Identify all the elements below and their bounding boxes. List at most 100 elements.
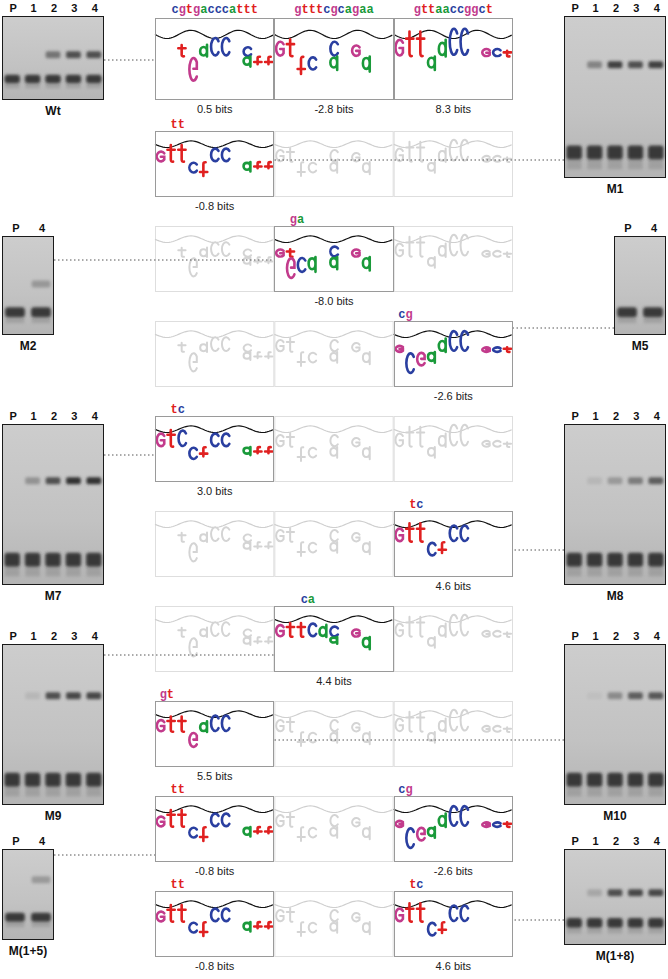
- walker-box-faded: [156, 322, 274, 387]
- walker-letter-glyph: [330, 637, 337, 644]
- walker-letter: [417, 353, 424, 366]
- walker-letter-glyph: [428, 827, 435, 838]
- gel-smear: [587, 928, 602, 934]
- walker-letter: [200, 343, 207, 352]
- walker-letter: [504, 822, 511, 827]
- gel-panel: P1234M10: [564, 644, 666, 805]
- mutation-label: tc: [409, 878, 423, 892]
- walker-letter-glyph: [167, 430, 174, 447]
- walker-letter: [189, 258, 196, 276]
- free-probe-band: [25, 553, 41, 567]
- leader-line: [54, 855, 155, 856]
- base-letter: g: [193, 3, 200, 17]
- walker-letter-glyph: [157, 434, 164, 447]
- walker-letter: [428, 732, 435, 743]
- base-letter: a: [366, 3, 373, 17]
- walker-letter: [428, 827, 435, 838]
- walker-letter: [450, 331, 457, 351]
- walker-letter-glyph: [417, 237, 424, 257]
- walker-letter: [493, 156, 500, 162]
- walker-letter-glyph: [157, 912, 164, 922]
- walker-letter: [395, 909, 402, 922]
- walker-letter-glyph: [200, 447, 207, 456]
- walker-letter: [395, 346, 402, 352]
- base-letter: c: [450, 3, 457, 17]
- lane-label: 4: [92, 410, 98, 422]
- leader-line: [513, 550, 564, 551]
- walker-letter: [265, 922, 272, 928]
- base-letter: g: [471, 3, 478, 17]
- walker-letter-glyph: [200, 827, 207, 841]
- walker-letter-glyph: [461, 906, 468, 921]
- walker-wave: [155, 901, 273, 908]
- walker-letter-glyph: [222, 622, 229, 636]
- walker-letter: [330, 57, 337, 70]
- walker-wave: [155, 141, 273, 148]
- walker-letter-glyph: [330, 910, 337, 921]
- walker-letter: [276, 530, 283, 541]
- gel-smear: [46, 83, 61, 88]
- walker-letter: [222, 38, 229, 55]
- walker-letter: [309, 624, 316, 637]
- walker-letter-glyph: [309, 257, 316, 272]
- walker-letter-glyph: [189, 543, 196, 561]
- walker-letter: [178, 905, 185, 922]
- walker-letter: [309, 57, 316, 69]
- walker-letter: [298, 447, 305, 461]
- walker-letter-glyph: [189, 733, 196, 747]
- walker-letter-glyph: [211, 337, 218, 351]
- walker-letter-glyph: [287, 623, 294, 637]
- walker-letter: [244, 637, 251, 645]
- base-letter: t: [309, 3, 316, 17]
- walker-letter: [482, 49, 489, 56]
- walker-letter-glyph: [309, 57, 316, 69]
- walker-letter-glyph: [395, 40, 402, 56]
- bits-value: -2.6 bits: [434, 390, 473, 402]
- shifted-band: [25, 477, 40, 484]
- walker-letter-glyph: [265, 637, 272, 643]
- shifted-band: [587, 477, 602, 484]
- walker-box: gt5.5 bits: [155, 701, 274, 767]
- walker-letter-glyph: [461, 425, 468, 446]
- walker-letter-glyph: [276, 340, 283, 351]
- walker-letter-glyph: [287, 258, 294, 278]
- base-letter: t: [178, 118, 185, 132]
- free-probe-band: [31, 913, 51, 922]
- walker-letter-glyph: [439, 719, 446, 732]
- walker-letter: [428, 543, 435, 556]
- walker-letter: [330, 340, 337, 351]
- leader-line: [274, 740, 564, 741]
- gel-smear: [608, 567, 623, 577]
- walker-letter: [395, 149, 402, 162]
- base-letter: g: [290, 213, 297, 227]
- walker-letter: [482, 631, 489, 637]
- walker-letter: [309, 543, 316, 553]
- lane-label: 4: [654, 835, 660, 847]
- free-probe-band: [587, 918, 603, 928]
- walker-letter-glyph: [461, 806, 468, 826]
- walker-letter-glyph: [244, 250, 251, 257]
- gel-smear: [66, 567, 81, 577]
- gel-smear: [587, 787, 602, 797]
- walker-letter-glyph: [254, 542, 261, 548]
- walker-letter: [298, 258, 305, 272]
- walker-letter-glyph: [428, 637, 435, 648]
- walker-letter-glyph: [254, 57, 261, 65]
- walker-letter: [244, 542, 251, 550]
- walker-wave: [274, 616, 392, 623]
- walker-letter: [222, 337, 229, 351]
- lane-label: 1: [593, 630, 599, 642]
- walker-letter: [244, 827, 251, 836]
- lane-label: 4: [39, 835, 45, 847]
- walker-letter-glyph: [254, 922, 261, 928]
- walker-letter: [493, 726, 500, 732]
- walker-letter-glyph: [450, 235, 457, 256]
- walker-letter-glyph: [276, 625, 283, 636]
- walker-letter: [330, 627, 337, 637]
- walker-letter-glyph: [482, 631, 489, 637]
- walker-letter-glyph: [211, 38, 218, 55]
- shifted-band: [648, 61, 663, 68]
- gel-image: [2, 424, 104, 585]
- walker-letter: [461, 425, 468, 446]
- walker-letter-glyph: [504, 51, 511, 57]
